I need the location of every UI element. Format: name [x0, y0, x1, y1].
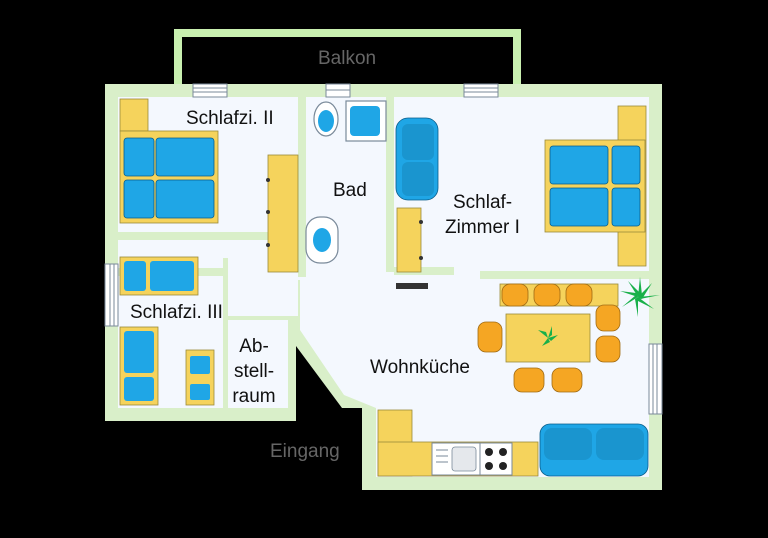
wardrobe-schlafzi-2 — [119, 98, 149, 132]
label-balkon: Balkon — [318, 48, 377, 69]
bed-blanket-5 — [549, 145, 609, 185]
label-wohnkueche: Wohnküche — [370, 357, 470, 378]
schlafzi-2-furniture — [119, 98, 299, 273]
schlafzi-3-furniture — [119, 256, 215, 406]
chair-1 — [501, 283, 529, 307]
chair-6 — [477, 321, 503, 353]
label-schlafzimmer-1-line1: Schlaf- — [453, 192, 513, 213]
dresser — [396, 207, 422, 273]
window-schlafzi-2 — [192, 83, 228, 98]
bed-blanket-6 — [611, 145, 641, 185]
kitchen-stove — [479, 442, 513, 476]
table-plant — [538, 326, 558, 346]
label-abstellraum-line1: Ab- — [239, 336, 269, 357]
window-wohnkueche — [648, 343, 663, 415]
balcony-railing — [174, 29, 521, 84]
floor-plant — [620, 277, 660, 317]
chair-7 — [513, 367, 545, 393]
chair-4 — [595, 304, 621, 332]
wohnkueche-furniture — [377, 277, 660, 477]
bed-blanket-1 — [123, 137, 155, 177]
label-schlafzi-3: Schlafzi. III — [130, 302, 223, 323]
bad-fixtures — [305, 100, 387, 264]
label-schlafzimmer-1-line2: Zimmer I — [445, 217, 520, 238]
floor-abstellraum — [228, 320, 288, 408]
label-abstellraum-line3: raum — [232, 386, 276, 407]
label-eingang: Eingang — [270, 441, 340, 462]
bed-blanket-4 — [155, 179, 215, 219]
label-bad: Bad — [333, 180, 367, 201]
label-schlafzi-2: Schlafzi. II — [186, 108, 274, 129]
chair-8 — [551, 367, 583, 393]
chair-3 — [565, 283, 593, 307]
bed-blanket-3 — [123, 179, 155, 219]
bed-blanket-2 — [155, 137, 215, 177]
schlafzimmer-1-furniture — [395, 105, 647, 273]
chair-2 — [533, 283, 561, 307]
label-abstellraum-line2: stell- — [233, 361, 275, 382]
bed-blanket-8 — [611, 187, 641, 227]
windows — [104, 83, 663, 415]
desk-schlafzi-2 — [267, 154, 299, 273]
window-schlafzimmer-1 — [463, 83, 499, 98]
window-bad — [325, 83, 351, 98]
chair-5 — [595, 335, 621, 363]
doormat — [396, 283, 428, 289]
bed-blanket-7 — [549, 187, 609, 227]
window-schlafzi-3 — [104, 263, 119, 327]
